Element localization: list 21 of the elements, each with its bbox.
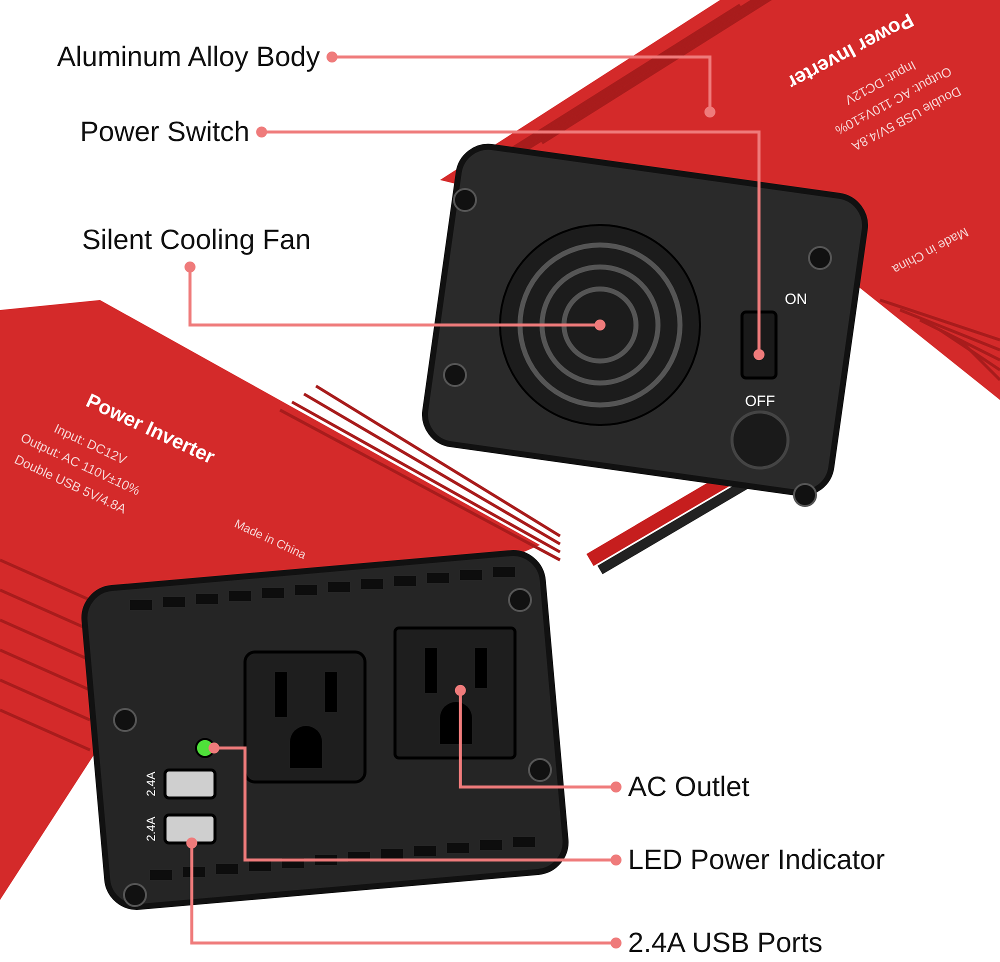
leader-line xyxy=(184,262,606,330)
port-rating: 2.4A xyxy=(144,816,158,842)
leader-line xyxy=(454,684,622,792)
leader-line xyxy=(326,52,716,118)
leader-line xyxy=(208,742,622,866)
callout-label: AC Outlet xyxy=(628,770,750,804)
usb-ports xyxy=(164,768,216,844)
leader-line xyxy=(256,126,764,360)
callout-label: LED Power Indicator xyxy=(628,843,885,877)
port-rating: 2.4A xyxy=(144,772,158,796)
callout-label: Power Switch xyxy=(80,115,250,149)
printed-text: ON xyxy=(784,290,808,308)
callout-label: 2.4A USB Ports xyxy=(628,926,823,960)
power-switch xyxy=(740,310,778,380)
callout-label: Aluminum Alloy Body xyxy=(57,40,320,74)
cooling-fan xyxy=(499,224,701,426)
printed-text: OFF xyxy=(745,392,775,410)
printed-text: Made in China xyxy=(232,516,308,562)
callout-label: Silent Cooling Fan xyxy=(82,223,311,257)
leader-line xyxy=(186,838,622,948)
printed-text: Made in China xyxy=(890,224,972,278)
